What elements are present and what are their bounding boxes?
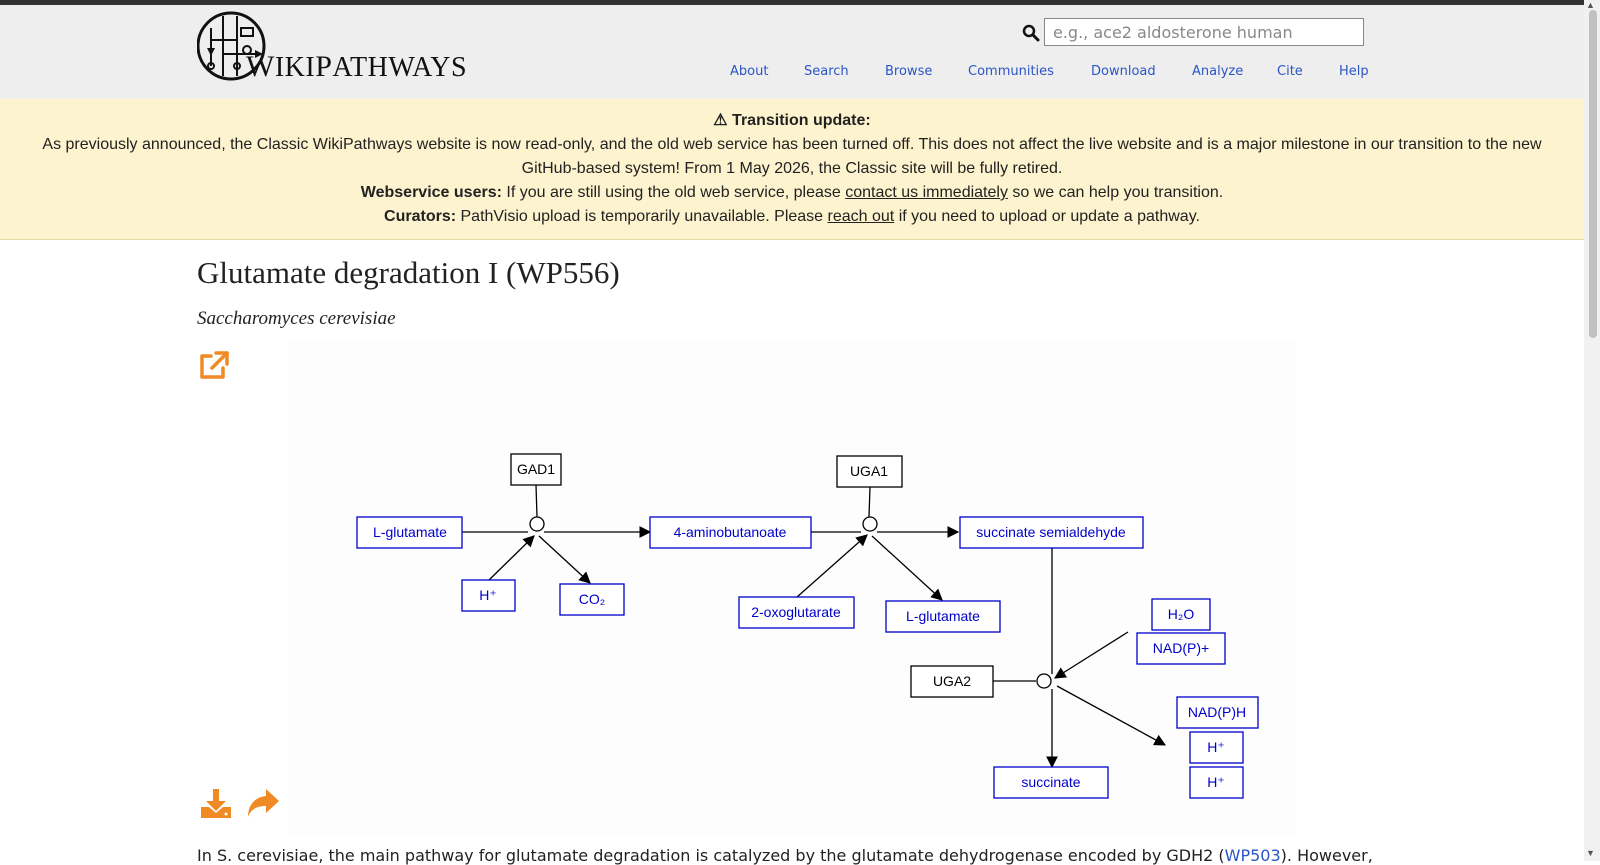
download-icon[interactable] bbox=[199, 787, 233, 819]
metabolite-label: H⁺ bbox=[1207, 739, 1225, 755]
metabolite-node-co2[interactable] bbox=[559, 583, 625, 616]
edge bbox=[488, 535, 535, 581]
wikipathways-wordmark[interactable]: WIKIPATHWAYS bbox=[246, 50, 468, 83]
contact-link[interactable]: contact us immediately bbox=[845, 184, 1008, 201]
reaction-anchor bbox=[1036, 673, 1052, 689]
scrollbar-thumb[interactable] bbox=[1589, 10, 1597, 338]
banner-line1: As previously announced, the Classic Wik… bbox=[42, 136, 1542, 153]
metabolite-label: CO₂ bbox=[579, 591, 605, 607]
gene-node-uga1[interactable] bbox=[836, 455, 903, 488]
pathway-diagram-area bbox=[288, 338, 1296, 838]
metabolite-label: H⁺ bbox=[1207, 774, 1225, 790]
banner-title: ⚠ Transition update: bbox=[713, 112, 871, 129]
page-title: Glutamate degradation I (WP556) bbox=[197, 255, 620, 290]
metabolite-label: succinate semialdehyde bbox=[976, 524, 1126, 540]
metabolite-node-h-plus-3[interactable] bbox=[1189, 766, 1244, 799]
pathway-diagram[interactable]: GAD1 UGA1 UGA2 L-glutamate H⁺ CO₂ 4-amin… bbox=[288, 338, 1296, 838]
nav-browse[interactable]: Browse bbox=[885, 64, 933, 79]
metabolite-node-nadph[interactable] bbox=[1176, 696, 1259, 729]
nav-communities[interactable]: Communities bbox=[968, 64, 1054, 79]
metabolite-node-4-aminobutanoate[interactable] bbox=[649, 516, 812, 549]
metabolite-label: H⁺ bbox=[479, 587, 497, 603]
pathway-description: In S. cerevisiae, the main pathway for g… bbox=[197, 846, 1373, 865]
metabolite-node-l-glutamate-2[interactable] bbox=[885, 600, 1001, 633]
nav-cite[interactable]: Cite bbox=[1277, 64, 1303, 79]
metabolite-node-nadp-plus[interactable] bbox=[1136, 632, 1226, 665]
nav-about[interactable]: About bbox=[730, 64, 769, 79]
gene-label: UGA1 bbox=[850, 463, 888, 479]
search-icon[interactable] bbox=[1022, 24, 1040, 42]
metabolite-label: 2-oxoglutarate bbox=[751, 604, 841, 620]
gene-node-gad1[interactable] bbox=[510, 453, 562, 486]
nav-download[interactable]: Download bbox=[1091, 64, 1156, 79]
share-arrow-icon[interactable] bbox=[246, 787, 280, 819]
reaction-anchor bbox=[862, 516, 878, 532]
transition-banner: ⚠ Transition update: As previously annou… bbox=[0, 99, 1584, 240]
metabolite-node-succinate-semialdehyde[interactable] bbox=[959, 516, 1144, 549]
top-border bbox=[0, 0, 1584, 5]
gene-label: GAD1 bbox=[517, 461, 555, 477]
reaction-anchor bbox=[529, 516, 545, 532]
banner-line2: GitHub-based system! From 1 May 2026, th… bbox=[521, 160, 1063, 177]
reach-out-link[interactable]: reach out bbox=[827, 208, 895, 225]
banner-curators: Curators: PathVisio upload is temporaril… bbox=[384, 208, 1200, 225]
metabolite-node-succinate[interactable] bbox=[993, 766, 1109, 799]
search-input[interactable] bbox=[1044, 18, 1364, 46]
scroll-up-icon[interactable]: ▲ bbox=[1586, 0, 1595, 10]
metabolite-label: succinate bbox=[1021, 774, 1080, 790]
metabolite-label: NAD(P)+ bbox=[1153, 640, 1209, 656]
nav-analyze[interactable]: Analyze bbox=[1192, 64, 1244, 79]
banner-webservice: Webservice users: If you are still using… bbox=[360, 184, 1224, 201]
metabolite-node-h2o[interactable] bbox=[1151, 598, 1211, 631]
metabolite-label: NAD(P)H bbox=[1188, 704, 1246, 720]
nav-search[interactable]: Search bbox=[804, 64, 849, 79]
edge bbox=[796, 534, 868, 598]
metabolite-label: L-glutamate bbox=[906, 608, 980, 624]
metabolite-node-h-plus[interactable] bbox=[461, 579, 516, 612]
metabolite-node-h-plus-2[interactable] bbox=[1189, 731, 1244, 764]
edge bbox=[1054, 631, 1129, 679]
metabolite-label: H₂O bbox=[1168, 606, 1195, 622]
metabolite-label: L-glutamate bbox=[373, 524, 447, 540]
metabolite-node-l-glutamate[interactable] bbox=[356, 516, 463, 549]
external-link-icon[interactable] bbox=[197, 348, 231, 382]
edge bbox=[538, 535, 591, 584]
nav-help[interactable]: Help bbox=[1339, 64, 1369, 79]
edge bbox=[871, 535, 943, 601]
edge bbox=[868, 486, 871, 518]
gene-node-uga2[interactable] bbox=[910, 665, 994, 698]
edge bbox=[535, 484, 538, 518]
metabolite-node-2-oxoglutarate[interactable] bbox=[738, 596, 855, 629]
metabolite-label: 4-aminobutanoate bbox=[674, 524, 787, 540]
wp503-link[interactable]: WP503 bbox=[1224, 846, 1281, 865]
scroll-down-icon[interactable]: ▼ bbox=[1586, 848, 1595, 858]
organism-name: Saccharomyces cerevisiae bbox=[197, 308, 396, 329]
edge bbox=[1056, 685, 1167, 746]
gene-label: UGA2 bbox=[933, 673, 971, 689]
wikipathways-logo[interactable] bbox=[197, 10, 457, 85]
